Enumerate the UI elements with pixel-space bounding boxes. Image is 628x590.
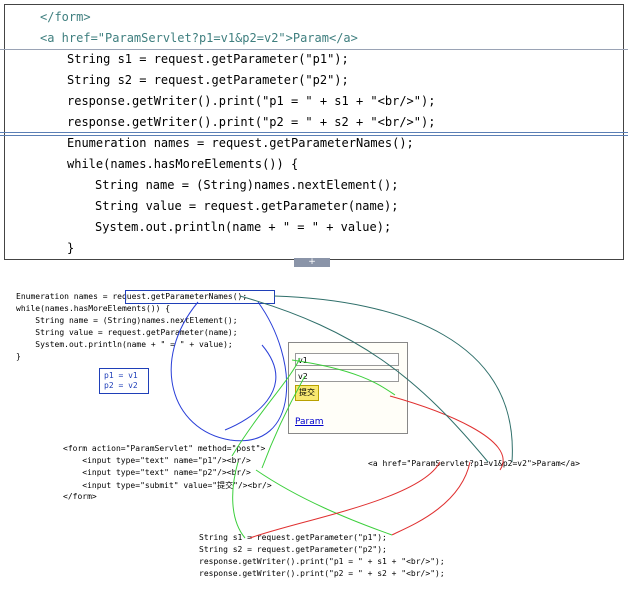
browser-preview: v1 v2 提交 Param: [288, 342, 408, 434]
green-connector: [291, 359, 396, 396]
console-output-box: p1 = v1 p2 = v2: [99, 368, 149, 394]
green-connector: [231, 357, 301, 457]
teal-connector: [239, 295, 489, 463]
green-connector: [261, 375, 306, 469]
code-line-close-brace: }: [67, 241, 75, 255]
red-connector: [391, 461, 471, 536]
code-editor-panel: </form> <a href="ParamServlet?p1=v1&p2=v…: [0, 0, 628, 262]
diagram-anchor-code: <a href="ParamServlet?p1=v1&p2=v2">Param…: [368, 459, 580, 468]
diagram-code-line: String value = request.getParameter(name…: [16, 328, 238, 337]
code-line-print-p2: response.getWriter().print("p2 = " + s2 …: [67, 115, 436, 129]
teal-connector: [273, 295, 513, 463]
diagram-code-line: while(names.hasMoreElements()) {: [16, 304, 171, 313]
code-line-println: System.out.println(name + " = " + value)…: [95, 220, 392, 234]
diagram-code-line: Enumeration names = request.getParameter…: [16, 292, 248, 301]
code-line-anchor: <a href="ParamServlet?p1=v1&p2=v2">Param…: [40, 31, 358, 45]
divider: [0, 49, 628, 50]
form-code-line: </form>: [63, 492, 97, 501]
field-p1[interactable]: v1: [295, 353, 399, 366]
code-line-enumeration: Enumeration names = request.getParameter…: [67, 136, 414, 150]
field-p2[interactable]: v2: [295, 369, 399, 382]
red-connector: [389, 395, 504, 471]
code-line-value: String value = request.getParameter(name…: [95, 199, 399, 213]
diagram-code-line: String name = (String)names.nextElement(…: [16, 316, 238, 325]
diagram-code-line: System.out.println(name + " = " + value)…: [16, 340, 233, 349]
green-connector: [232, 461, 246, 539]
splitter-handle[interactable]: +: [294, 258, 330, 267]
red-connector: [249, 461, 441, 539]
blue-connector: [170, 301, 288, 442]
form-code-line: <input type="submit" value="提交"/><br/>: [63, 481, 272, 490]
diagram-code-line: }: [16, 352, 21, 361]
form-code-line: <form action="ParamServlet" method="post…: [63, 444, 266, 453]
code-line-name: String name = (String)names.nextElement(…: [95, 178, 399, 192]
green-connector: [255, 469, 393, 536]
console-output-line: p1 = v1: [104, 371, 138, 380]
code-line-form-close: </form>: [40, 10, 91, 24]
servlet-code-line: response.getWriter().print("p2 = " + s2 …: [199, 569, 445, 578]
submit-button[interactable]: 提交: [295, 385, 319, 401]
form-code-line: <input type="text" name="p1"/><br/>: [63, 456, 251, 465]
servlet-code-line: String s2 = request.getParameter("p2");: [199, 545, 387, 554]
form-code-line: <input type="text" name="p2"/><br/>: [63, 468, 251, 477]
code-line-s2: String s2 = request.getParameter("p2");: [67, 73, 349, 87]
param-link[interactable]: Param: [295, 417, 324, 427]
blue-connector: [224, 344, 277, 431]
code-line-while: while(names.hasMoreElements()) {: [67, 157, 299, 171]
servlet-code-line: response.getWriter().print("p1 = " + s1 …: [199, 557, 445, 566]
divider: [0, 132, 628, 133]
servlet-code-line: String s1 = request.getParameter("p1");: [199, 533, 387, 542]
divider: [0, 135, 628, 136]
console-output-line: p2 = v2: [104, 381, 138, 390]
code-line-print-p1: response.getWriter().print("p1 = " + s1 …: [67, 94, 436, 108]
code-line-s1: String s1 = request.getParameter("p1");: [67, 52, 349, 66]
highlight-getparameternames: [125, 290, 275, 304]
